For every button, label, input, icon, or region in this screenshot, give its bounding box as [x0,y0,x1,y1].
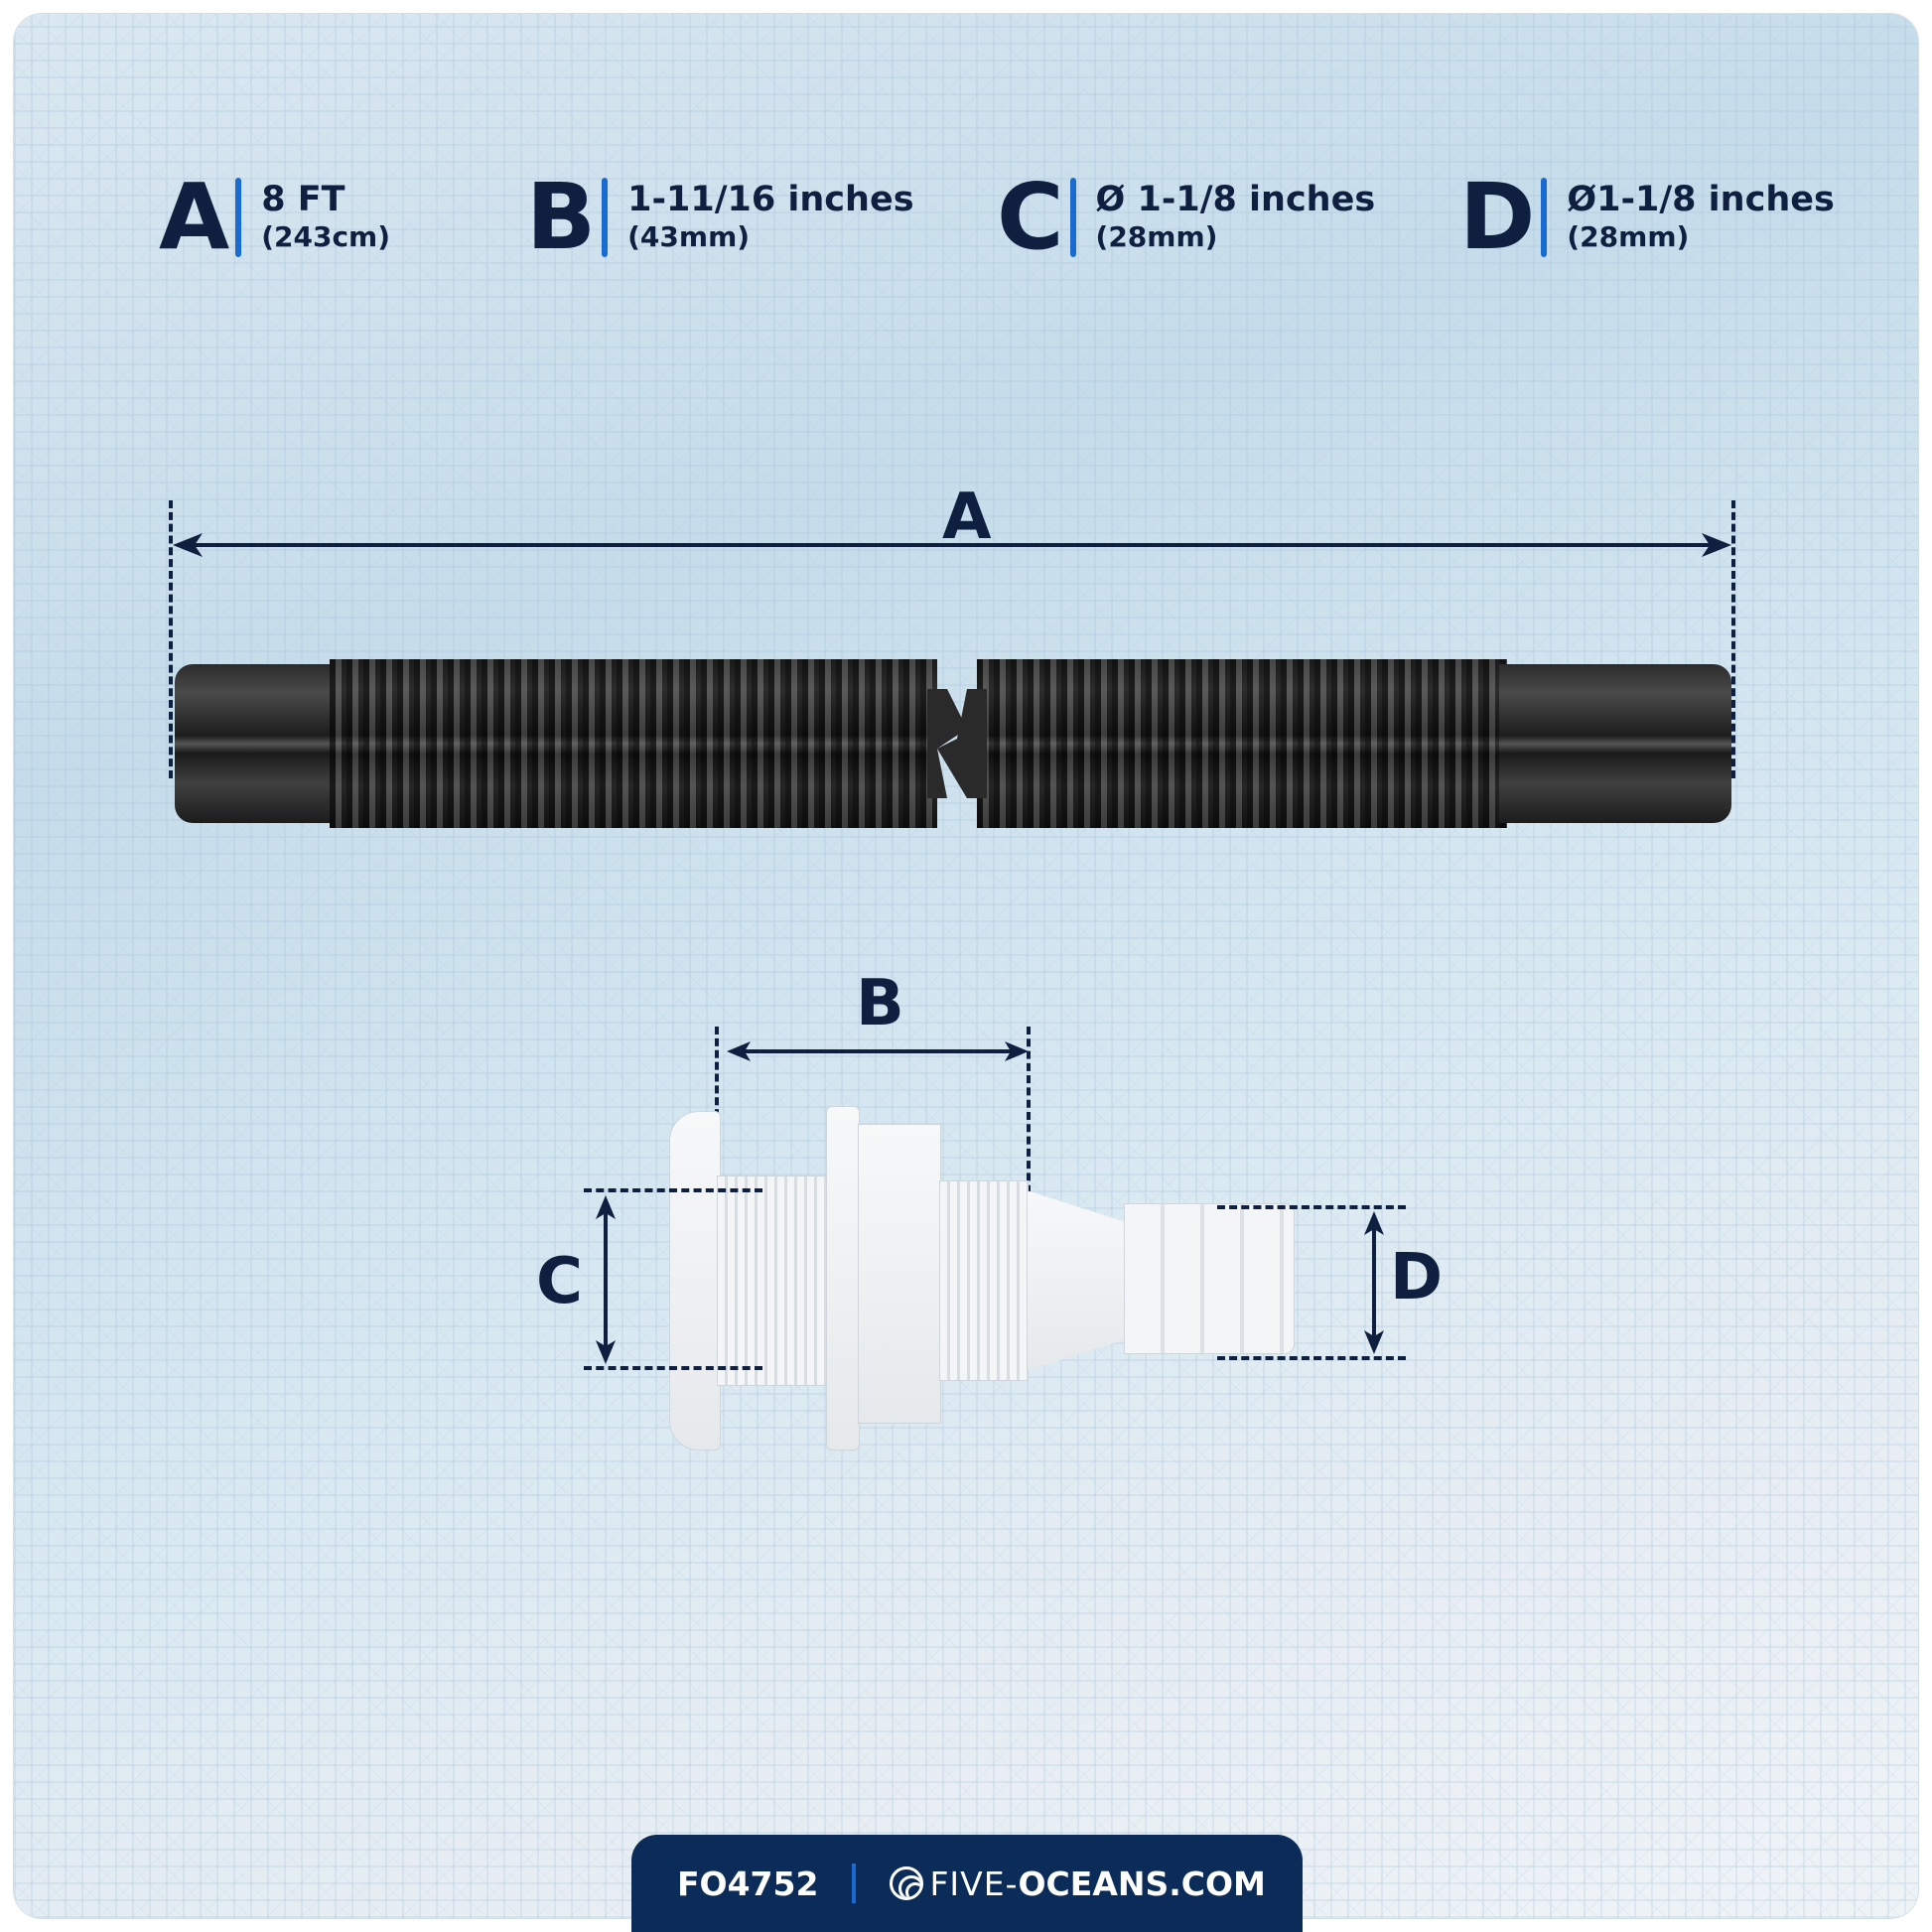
spec-secondary: (243cm) [261,220,391,253]
fitting-c-label: C [536,1245,583,1318]
spec-divider [602,178,609,257]
spec-primary: Ø1-1/8 inches [1567,180,1835,219]
spec-divider [1541,178,1548,257]
fitting-d-top-guide [1217,1205,1406,1209]
fitting-c-top-guide [584,1188,762,1192]
fitting-c-arrow [604,1201,608,1356]
hose-corrugated-right [977,659,1507,828]
hose-dimension-label: A [942,481,992,554]
spec-primary: 1-11/16 inches [627,180,914,219]
product-dimension-card: A 8 FT (243cm) B 1-11/16 inches (43mm) C… [14,14,1918,1918]
product-code: FO4752 [677,1863,819,1903]
fitting-hex-nut [858,1124,941,1424]
arrow-down-icon [1364,1330,1384,1354]
fitting-d-arrow [1372,1217,1376,1346]
fitting-c-bottom-guide [584,1366,762,1370]
arrow-up-icon [1364,1211,1384,1235]
fitting-b-arrow [737,1049,1017,1053]
spec-secondary: (43mm) [627,220,751,253]
spec-d: D Ø1-1/8 inches (28mm) [1459,164,1835,270]
background-grid [14,14,1918,1918]
fitting-d-bottom-guide [1217,1356,1406,1360]
spec-primary: 8 FT [261,180,345,219]
site-name-suffix: OCEANS.COM [1018,1863,1266,1903]
arrow-up-icon [596,1195,616,1219]
spec-b: B 1-11/16 inches (43mm) [526,164,914,270]
arrow-down-icon [596,1340,616,1364]
brand-footer: FO4752 FIVE- OCEANS.COM [631,1835,1303,1932]
spec-letter: C [997,164,1064,270]
arrow-left-icon [173,533,203,557]
spec-letter: B [526,164,596,270]
spec-a: A 8 FT (243cm) [159,164,391,270]
spec-secondary: (28mm) [1567,220,1690,253]
site-name-prefix: FIVE- [929,1863,1019,1903]
fitting-thread-left [717,1175,828,1386]
fitting-b-right-guide [1027,1027,1031,1205]
spec-divider [1069,178,1076,257]
five-oceans-logo-icon [890,1866,924,1900]
hose-corrugated-left [330,659,937,828]
hose-left-guide [169,500,173,778]
fitting-b-label: B [856,967,904,1040]
fitting-taper [1027,1190,1128,1371]
spec-primary: Ø 1-1/8 inches [1095,180,1376,219]
footer-divider [852,1863,857,1903]
hose-length-arrow [181,543,1722,547]
spec-letter: D [1459,164,1535,270]
arrow-left-icon [727,1041,751,1061]
hose-end-right [1499,664,1731,823]
fitting-nut-washer [826,1106,860,1450]
spec-letter: A [159,164,229,270]
fitting-d-label: D [1390,1241,1444,1314]
fitting-thread-right [939,1180,1029,1381]
hose-right-guide [1731,500,1735,778]
hose-break-icon [927,689,987,798]
fitting-flange [669,1111,721,1450]
fitting-hose-barb [1124,1203,1295,1354]
spec-secondary: (28mm) [1095,220,1218,253]
hose-end-left [175,664,344,823]
arrow-right-icon [1702,533,1731,557]
spec-divider [235,178,242,257]
arrow-right-icon [1005,1041,1029,1061]
spec-c: C Ø 1-1/8 inches (28mm) [997,164,1376,270]
